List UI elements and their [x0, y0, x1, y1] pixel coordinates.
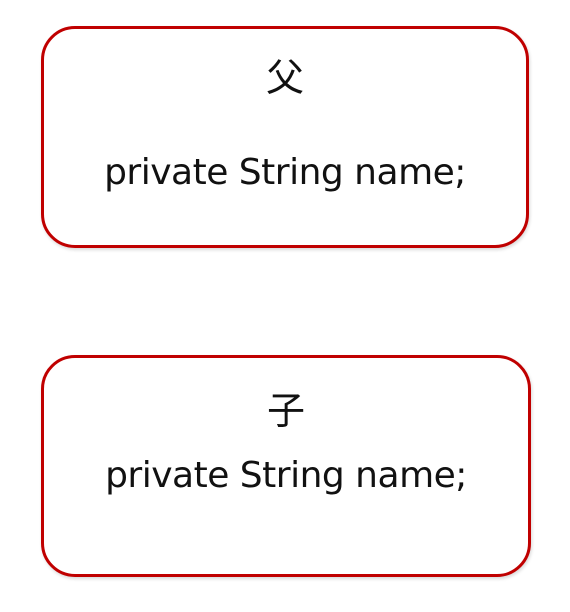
parent-class-field: private String name;	[104, 152, 466, 193]
child-class-box: 子 private String name;	[41, 355, 531, 577]
child-class-field: private String name;	[105, 455, 467, 496]
parent-class-box: 父 private String name;	[41, 26, 529, 248]
child-class-title: 子	[266, 389, 305, 433]
parent-class-title: 父	[265, 56, 304, 100]
